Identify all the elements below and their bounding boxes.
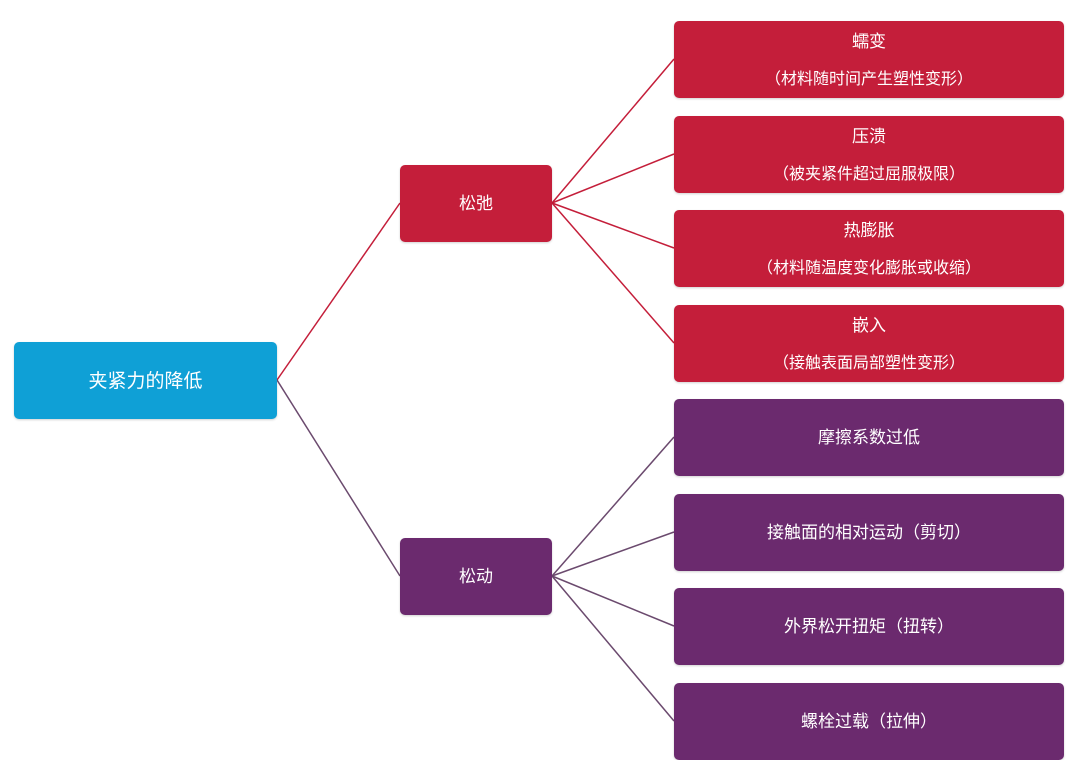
leaf-node-creep: 蠕变 （材料随时间产生塑性变形） (674, 21, 1064, 98)
branch-label: 松动 (459, 566, 493, 587)
connector-root-to-branch (276, 202, 401, 381)
leaf-title: 热膨胀 (843, 220, 895, 241)
leaf-note: （接触表面局部塑性变形） (772, 352, 965, 372)
leaf-node-tension: 螺栓过载（拉伸） (674, 683, 1064, 760)
leaf-node-thermal-expansion: 热膨胀 （材料随温度变化膨胀或收缩） (674, 210, 1064, 287)
branch-node-loosening: 松动 (400, 538, 552, 615)
leaf-title: 压溃 (852, 126, 886, 147)
leaf-node-crush: 压溃 （被夹紧件超过屈服极限） (674, 116, 1064, 193)
connector-root-to-branch (276, 379, 401, 577)
connector-branch-to-leaf (551, 202, 675, 344)
leaf-title: 螺栓过载（拉伸） (801, 711, 937, 732)
connector-branch-to-leaf (551, 202, 675, 249)
leaf-note: （材料随时间产生塑性变形） (764, 68, 973, 88)
leaf-node-torsion: 外界松开扭矩（扭转） (674, 588, 1064, 665)
leaf-title: 嵌入 (852, 315, 886, 336)
connector-branch-to-leaf (551, 436, 675, 577)
connector-branch-to-leaf (551, 153, 675, 204)
root-node: 夹紧力的降低 (14, 342, 277, 419)
leaf-title: 摩擦系数过低 (818, 427, 920, 448)
leaf-note: （材料随温度变化膨胀或收缩） (756, 257, 981, 277)
leaf-node-shear: 接触面的相对运动（剪切） (674, 494, 1064, 571)
leaf-title: 接触面的相对运动（剪切） (767, 522, 971, 543)
connector-branch-to-leaf (551, 575, 675, 722)
leaf-title: 外界松开扭矩（扭转） (784, 616, 954, 637)
branch-label: 松弛 (459, 193, 493, 214)
connector-branch-to-leaf (551, 531, 675, 577)
connector-branch-to-leaf (551, 575, 675, 627)
leaf-node-embedding: 嵌入 （接触表面局部塑性变形） (674, 305, 1064, 382)
branch-node-relaxation: 松弛 (400, 165, 552, 242)
leaf-title: 蠕变 (852, 31, 886, 52)
root-label: 夹紧力的降低 (88, 369, 203, 392)
leaf-node-low-friction: 摩擦系数过低 (674, 399, 1064, 476)
connector-branch-to-leaf (551, 58, 675, 204)
leaf-note: （被夹紧件超过屈服极限） (772, 163, 965, 183)
